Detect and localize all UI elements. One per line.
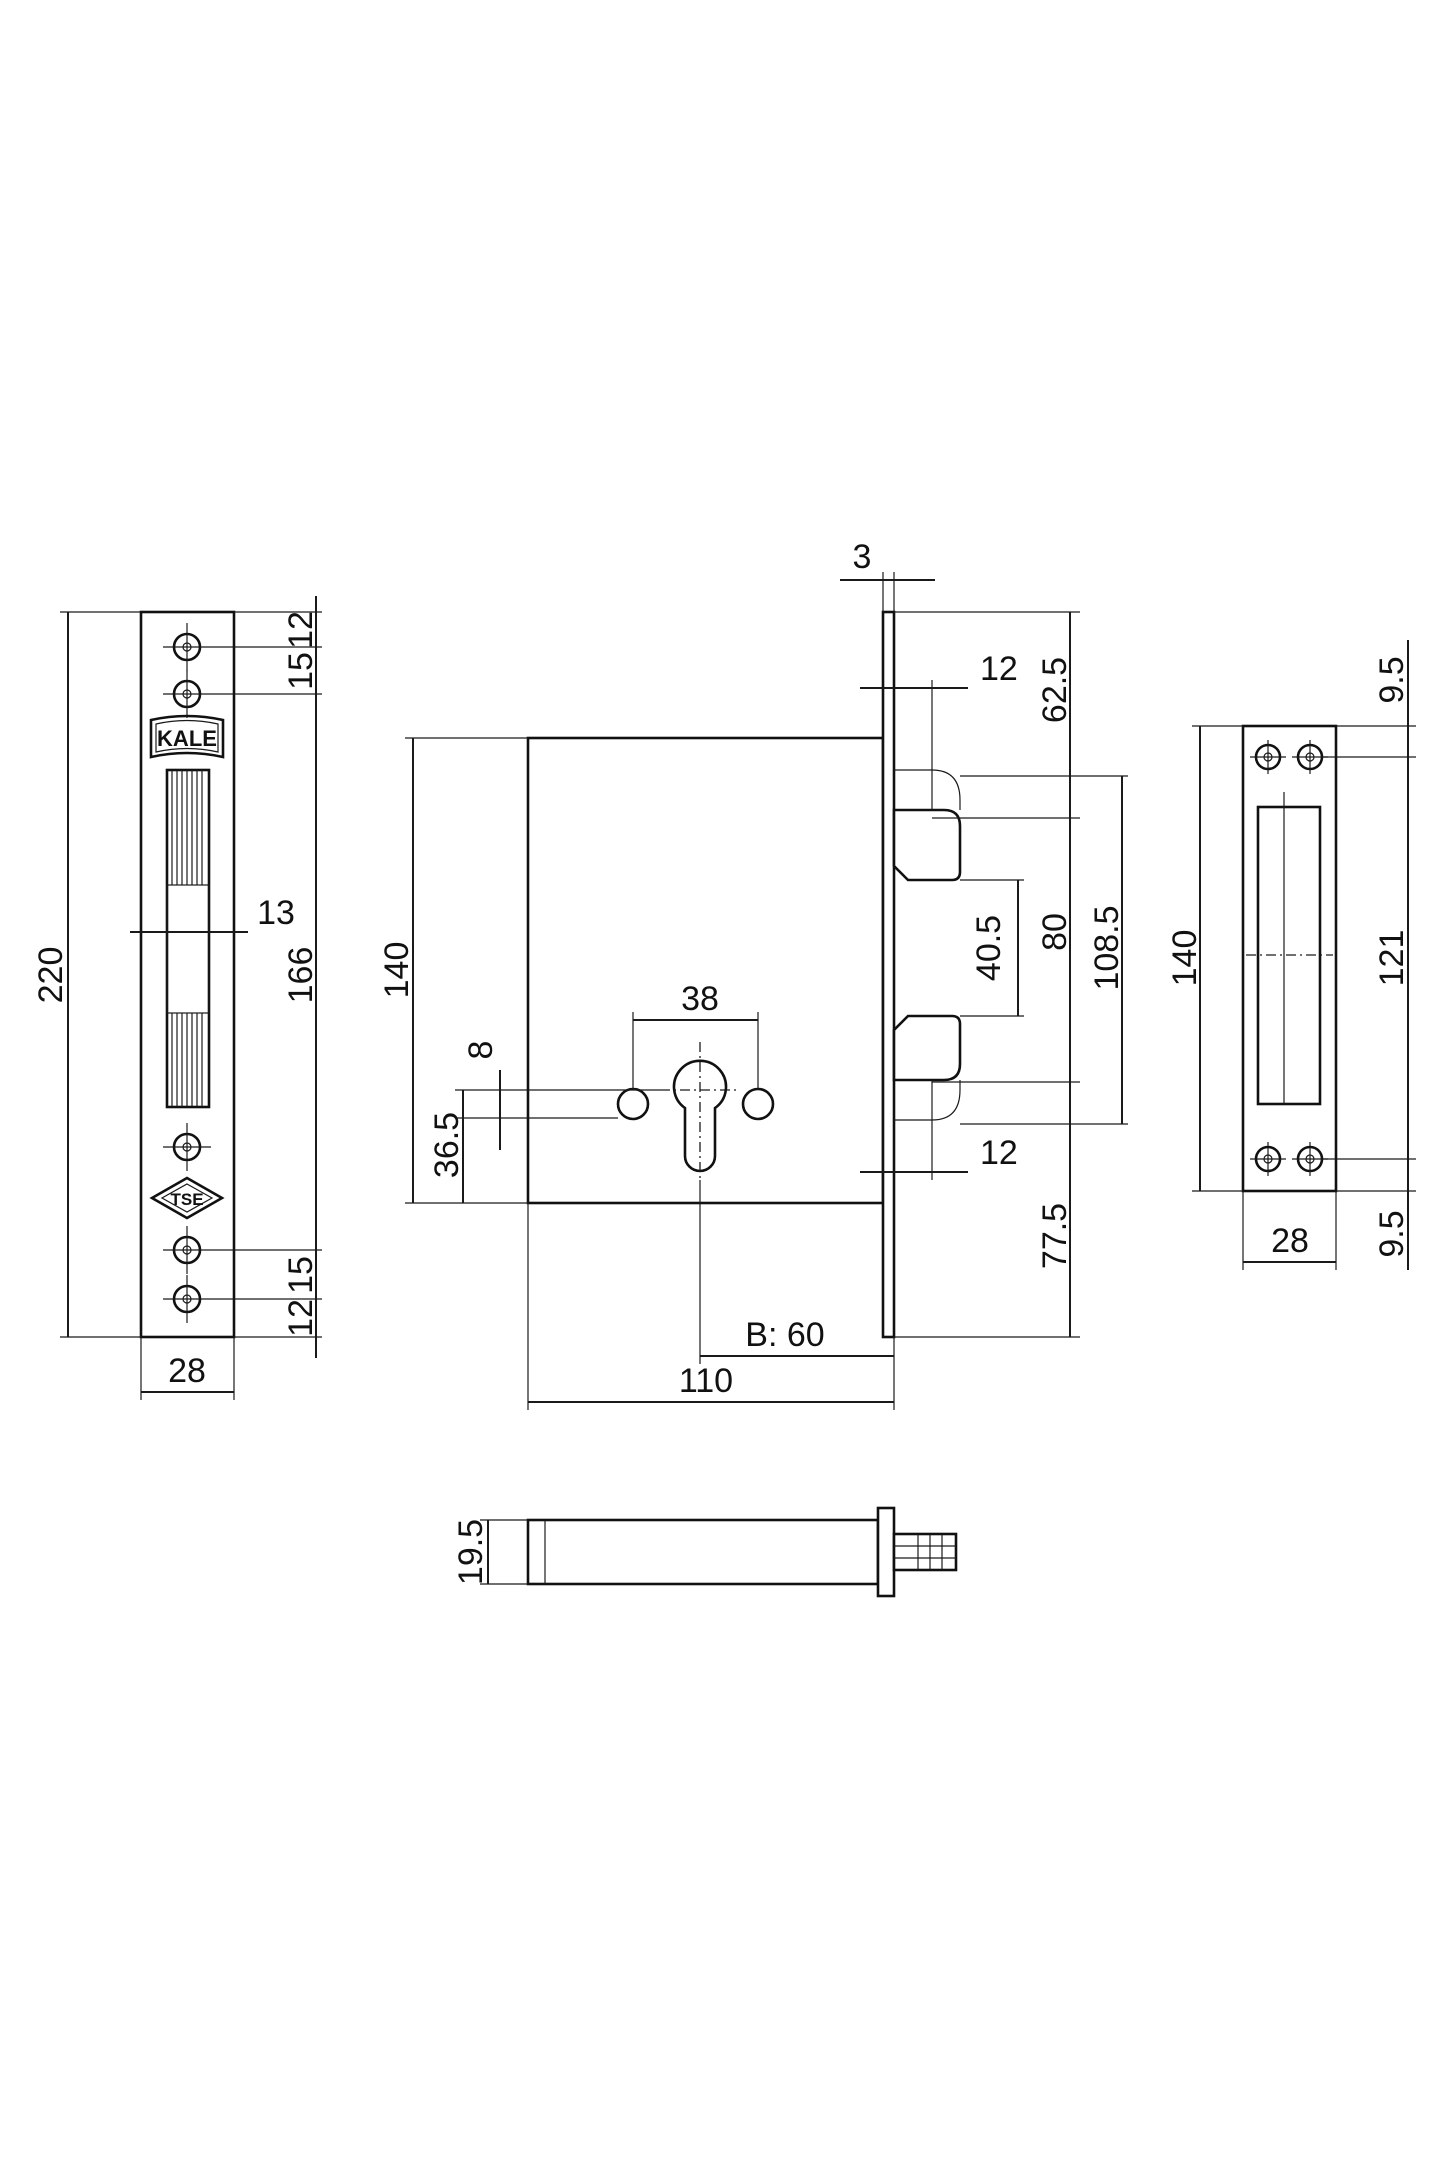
dim-bolt-spacing: 40.5 xyxy=(970,915,1008,981)
dim-cylinder-side-height: 19.5 xyxy=(452,1519,490,1585)
dim-faceplate-slot: 13 xyxy=(257,894,295,932)
dim-strike-inner: 121 xyxy=(1373,930,1411,987)
strike-screw-hole-3 xyxy=(1250,1142,1286,1176)
dim-cylinder-height: 36.5 xyxy=(428,1112,466,1178)
dim-lock-bottom: 77.5 xyxy=(1036,1203,1074,1269)
dim-latch-offset-bottom: 12 xyxy=(980,1134,1018,1172)
dim-faceplate-width: 28 xyxy=(168,1352,206,1390)
cylinder-body xyxy=(526,1518,880,1586)
dim-backset: B: 60 xyxy=(745,1316,824,1354)
dim-faceplate-inner: 166 xyxy=(282,947,320,1004)
faceplate-screw-hole-3 xyxy=(163,1123,211,1171)
faceplate-latch-slot xyxy=(165,768,211,1109)
dim-bolt-span: 80 xyxy=(1036,913,1074,951)
faceplate-screw-hole-2 xyxy=(163,670,211,718)
dim-faceplate-top-gap: 12 xyxy=(282,611,320,649)
dim-lock-height: 140 xyxy=(378,942,416,999)
dim-lock-depth: 110 xyxy=(679,1362,733,1400)
faceplate-view: KALE TSE 220 13 xyxy=(32,596,322,1400)
dim-latch-offset-top: 12 xyxy=(980,650,1018,688)
dim-strike-width: 28 xyxy=(1271,1222,1309,1260)
kale-logo: KALE xyxy=(149,714,225,759)
dim-faceplate-bottom-gap: 12 xyxy=(282,1299,320,1337)
tse-badge-text: TSE xyxy=(170,1190,203,1209)
dim-bolt-outer: 108.5 xyxy=(1088,905,1126,990)
cylinder-flange xyxy=(876,1506,896,1598)
dim-cylinder-hole: 8 xyxy=(462,1041,500,1060)
faceplate-screw-hole-4 xyxy=(163,1226,211,1274)
lock-body-view: 3 12 12 62.5 80 77.5 40.5 108.5 140 xyxy=(378,538,1128,1410)
strike-screw-hole-1 xyxy=(1250,740,1286,774)
strike-plate-view: 140 9.5 121 9.5 28 xyxy=(1166,640,1416,1270)
dim-lock-top: 62.5 xyxy=(1036,657,1074,723)
lock-bolt-bottom xyxy=(892,1014,962,1082)
tse-badge: TSE xyxy=(149,1176,225,1220)
lock-bolt-top xyxy=(892,808,962,882)
dim-strike-top: 9.5 xyxy=(1373,656,1411,703)
kale-logo-text: KALE xyxy=(157,726,217,751)
dim-strike-bottom: 9.5 xyxy=(1373,1210,1411,1257)
faceplate-screw-hole-5 xyxy=(163,1275,211,1323)
dim-strike-height: 140 xyxy=(1166,930,1204,987)
faceplate-screw-hole-1 xyxy=(163,623,211,671)
dim-plate-thickness: 3 xyxy=(853,538,872,576)
lock-front-plate xyxy=(881,610,896,1339)
dim-faceplate-hole-gap-bottom: 15 xyxy=(282,1256,320,1294)
lock-case xyxy=(526,736,885,1205)
cylinder-side-view: 19.5 xyxy=(452,1506,958,1598)
dim-cylinder-spacing: 38 xyxy=(681,980,719,1018)
dim-faceplate-height: 220 xyxy=(32,947,70,1004)
dim-faceplate-hole-gap-top: 15 xyxy=(282,652,320,690)
cylinder-cam xyxy=(892,1532,958,1572)
